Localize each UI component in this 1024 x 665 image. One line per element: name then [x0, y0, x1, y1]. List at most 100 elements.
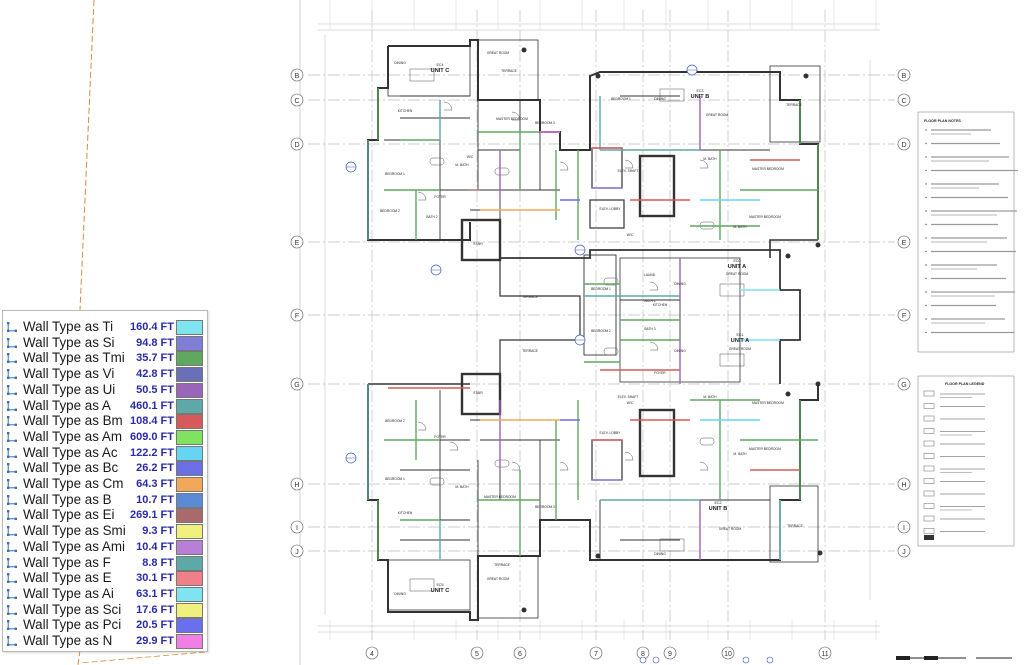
- grid-row-label: D: [294, 142, 299, 149]
- legend-item-label: Wall Type as Ai: [23, 585, 114, 601]
- legend-color-swatch: [176, 524, 203, 540]
- room-label: BEDROOM 3: [535, 505, 555, 509]
- legend-color-swatch: [176, 351, 203, 367]
- room-label: W/C: [467, 155, 474, 159]
- floor-plan-notes-panel: FLOOR PLAN NOTES: [917, 111, 1018, 353]
- wall-measure-icon: [7, 416, 17, 427]
- grid-bubble-row-I: [290, 520, 304, 534]
- room-label: GREAT ROOM: [706, 113, 728, 117]
- grid-bubble-row-I: [897, 520, 911, 534]
- unit-name-label: UNIT C: [431, 588, 450, 594]
- legend-color-swatch: [176, 382, 203, 398]
- wall-measure-icon: [7, 400, 17, 411]
- legend-item-label: Wall Type as Ui: [23, 381, 116, 397]
- room-label: M. BATH: [703, 395, 717, 399]
- room-label: TERRACE: [786, 103, 803, 107]
- legend-item-label: Wall Type as A: [23, 397, 111, 413]
- legend-item-label: Wall Type as Sci: [23, 601, 122, 617]
- room-label: GREAT ROOM: [487, 577, 509, 581]
- legend-item-label: Wall Type as Vi: [23, 366, 115, 382]
- grid-bubble-row-H: [897, 477, 911, 491]
- legend-item-length: 10.4 FT: [136, 540, 174, 553]
- room-label: M. BATH: [455, 485, 469, 489]
- room-label: MASTER BEDROOM: [749, 215, 781, 219]
- wall-measure-icon: [7, 431, 17, 442]
- room-label: KITCHEN: [398, 511, 413, 515]
- legend-item-length: 108.4 FT: [129, 415, 174, 428]
- grid-row-label: F: [902, 313, 906, 320]
- room-label: BEDROOM 1: [591, 287, 611, 291]
- grid-bubble-row-E: [897, 235, 911, 249]
- wall-measure-icon: [7, 384, 17, 395]
- wall-measure-icon: [7, 541, 17, 552]
- legend-color-swatch: [176, 414, 203, 430]
- grid-col-label: 10: [724, 651, 732, 658]
- legend-item-length: 269.1 FT: [129, 509, 174, 522]
- unit-code-label: EC2: [715, 501, 722, 505]
- room-label: W/C: [627, 233, 634, 237]
- grid-row-label: E: [902, 240, 907, 247]
- room-label: ELEV. SHAFT: [618, 395, 639, 399]
- grid-row-label: F: [295, 313, 299, 320]
- legend-item-length: 42.8 FT: [136, 368, 174, 381]
- grid-row-label: D: [901, 142, 906, 149]
- legend-item-label: Wall Type as Tmi: [23, 350, 125, 366]
- room-label: BEDROOM 1: [611, 97, 631, 101]
- legend-item-label: Wall Type as Bm: [23, 413, 123, 429]
- unit-name-label: UNIT A: [728, 264, 746, 270]
- grid-col-label: 4: [370, 651, 374, 658]
- grid-bubble-row-G: [897, 377, 911, 391]
- legend-item-label: Wall Type as Ei: [23, 507, 115, 523]
- grid-bubble-row-E: [290, 235, 304, 249]
- room-label: TERRACE: [494, 563, 511, 567]
- room-label: M. BATH: [733, 452, 747, 456]
- grid-row-label: H: [294, 482, 299, 489]
- room-label: ELEV. SHAFT: [618, 169, 639, 173]
- room-label: MASTER BEDROOM: [749, 447, 781, 451]
- wall-measure-icon: [7, 510, 17, 521]
- room-label: BEDROOM 2: [380, 209, 400, 213]
- room-label: ELEV. LOBBY: [600, 431, 622, 435]
- room-label: MASTER BEDROOM: [752, 167, 784, 171]
- grid-row-label: G: [294, 382, 299, 389]
- legend-item-length: 9.3 FT: [142, 525, 174, 538]
- room-label: DINING: [674, 349, 686, 353]
- legend-item-label: Wall Type as Si: [23, 334, 115, 350]
- grid-row-label: H: [901, 482, 906, 489]
- room-label: BATH 3: [644, 327, 655, 331]
- room-label: MASTER BEDROOM: [496, 117, 528, 121]
- legend-color-swatch: [176, 586, 203, 602]
- grid-bubble-row-B: [897, 68, 911, 82]
- grid-row-label: B: [295, 73, 300, 80]
- unit-code-label: EC0: [734, 259, 741, 263]
- grid-bubble-row-D: [290, 137, 304, 151]
- grid-col-label: 11: [821, 651, 828, 658]
- legend-color-swatch: [176, 555, 203, 571]
- unit-name-label: UNIT A: [731, 338, 749, 344]
- room-label: KITCHEN: [398, 109, 413, 113]
- room-label: FOYER: [434, 435, 446, 439]
- legend-color-swatch: [176, 492, 203, 508]
- grid-bubble-row-F: [290, 308, 304, 322]
- grid-col-label: 6: [518, 651, 522, 658]
- unit-name-label: UNIT B: [691, 94, 710, 100]
- floor-plan-legend-panel: FLOOR PLAN LEGEND: [917, 375, 1015, 547]
- room-label: TERRACE: [522, 295, 539, 299]
- legend-item-length: 30.1 FT: [136, 572, 174, 585]
- grid-col-label: 7: [594, 651, 598, 658]
- room-label: TERRACE: [787, 524, 804, 528]
- legend-item-length: 20.5 FT: [136, 619, 174, 632]
- room-label: GREAT ROOM: [719, 527, 741, 531]
- legend-item-length: 94.8 FT: [136, 336, 174, 349]
- unit-code-label: EC3: [697, 89, 704, 93]
- legend-item-length: 8.8 FT: [142, 556, 174, 569]
- legend-color-swatch: [176, 634, 203, 649]
